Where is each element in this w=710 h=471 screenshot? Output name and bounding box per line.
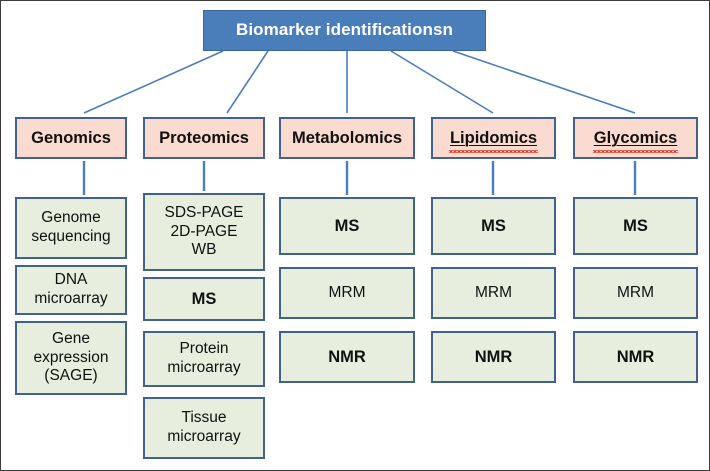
category-label-genomics: Genomics (31, 128, 111, 147)
leaf-label-proteomics-0-line-1: 2D-PAGE (170, 222, 238, 240)
connector-root-to-category-3 (390, 50, 494, 114)
leaf-label-genomics-0-line-0: Genome (41, 209, 101, 227)
leaf-box-metabolomics-2: NMR (279, 331, 415, 383)
leaf-box-lipidomics-2: NMR (431, 331, 556, 383)
leaf-label-genomics-2-line-0: Gene (52, 329, 90, 347)
leaf-label-metabolomics-2-line-0: NMR (328, 347, 366, 366)
leaf-label-lipidomics-1-line-0: MRM (474, 283, 513, 301)
leaf-box-metabolomics-1: MRM (279, 267, 415, 319)
category-label-glycomics: Glycomics (592, 128, 679, 154)
leaf-box-glycomics-2: NMR (573, 331, 698, 383)
leaf-label-proteomics-3-line-0: Tissue (181, 409, 227, 427)
leaf-label-proteomics-0-line-2: WB (191, 241, 217, 259)
leaf-label-proteomics-2-line-0: Protein (179, 340, 229, 358)
leaf-box-metabolomics-0: MS (279, 197, 415, 255)
leaf-label-genomics-0-line-1: sequencing (31, 228, 111, 245)
category-box-metabolomics: Metabolomics (279, 117, 415, 159)
root-title-label: Biomarker identificationsn (235, 20, 454, 40)
leaf-label-genomics-2-line-2: (SAGE) (44, 367, 98, 385)
leaf-box-proteomics-1: MS (143, 277, 265, 321)
leaf-box-glycomics-1: MRM (573, 267, 698, 319)
root-title-box: Biomarker identificationsn (203, 10, 486, 51)
leaf-label-genomics-1-line-1: microarray (34, 290, 108, 307)
leaf-label-glycomics-2-line-0: NMR (616, 347, 655, 366)
leaf-box-lipidomics-1: MRM (431, 267, 556, 319)
connector-root-to-category-0 (83, 50, 224, 114)
category-box-lipidomics: Lipidomics (431, 117, 556, 159)
leaf-box-lipidomics-0: MS (431, 197, 556, 255)
leaf-label-proteomics-2-line-1: microarray (167, 359, 241, 376)
leaf-label-lipidomics-0-line-0: MS (481, 216, 506, 235)
category-label-proteomics: Proteomics (159, 128, 249, 147)
connector-root-to-category-1 (226, 50, 269, 114)
category-label-lipidomics: Lipidomics (448, 128, 539, 154)
leaf-label-proteomics-3-line-1: microarray (167, 428, 241, 445)
leaf-label-glycomics-0-line-0: MS (623, 216, 648, 235)
leaf-label-proteomics-0-line-0: SDS-PAGE (164, 203, 244, 221)
leaf-label-lipidomics-2-line-0: NMR (474, 347, 513, 366)
leaf-label-metabolomics-1-line-0: MRM (328, 283, 366, 301)
leaf-label-metabolomics-0-line-0: MS (334, 216, 360, 235)
category-box-proteomics: Proteomics (143, 117, 265, 159)
leaf-label-genomics-2-line-1: expression (33, 348, 109, 366)
leaf-label-proteomics-1-line-0: MS (191, 289, 217, 308)
leaf-label-genomics-1-line-0: DNA (54, 271, 88, 289)
leaf-box-glycomics-0: MS (573, 197, 698, 255)
category-box-genomics: Genomics (15, 117, 127, 159)
connector-root-to-category-4 (452, 50, 636, 114)
category-box-glycomics: Glycomics (573, 117, 698, 159)
leaf-label-glycomics-1-line-0: MRM (616, 283, 655, 301)
category-label-metabolomics: Metabolomics (291, 128, 403, 147)
